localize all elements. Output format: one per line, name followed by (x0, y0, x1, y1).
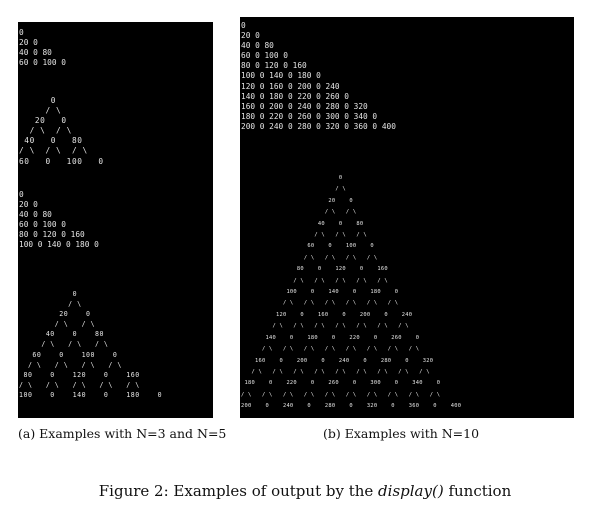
triangle-output-n3: 0 / \ 20 0 / \ / \ 40 0 80 / \ / \ / \ 6… (19, 96, 104, 166)
terminal-output-n10: 0 20 0 40 0 80 60 0 100 0 80 0 120 0 160… (240, 17, 574, 418)
figure-caption: Figure 2: Examples of output by the disp… (0, 482, 610, 500)
figure-caption-suffix: function (443, 482, 512, 500)
figure-caption-label: Figure 2: Examples of output by the (98, 482, 379, 500)
function-name: display() (378, 482, 444, 500)
triangle-output-n10: 0 / \ 20 0 / \ / \ 40 0 80 / \ / \ / \ 6… (241, 175, 462, 410)
list-output-n10: 0 20 0 40 0 80 60 0 100 0 80 0 120 0 160… (241, 21, 396, 131)
subcaption-b: (b) Examples with N=10 (323, 426, 480, 441)
list-output-n5: 0 20 0 40 0 80 60 0 100 0 80 0 120 0 160… (19, 190, 99, 250)
list-output-n3: 0 20 0 40 0 80 60 0 100 0 (19, 28, 66, 68)
subcaption-a: (a) Examples with N=3 and N=5 (18, 426, 227, 441)
triangle-output-n5: 0 / \ 20 0 / \ / \ 40 0 80 / \ / \ / \ 6… (19, 290, 163, 399)
terminal-output-n3-n5: 0 20 0 40 0 80 60 0 100 0 0 / \ 20 0 / \… (18, 22, 213, 418)
